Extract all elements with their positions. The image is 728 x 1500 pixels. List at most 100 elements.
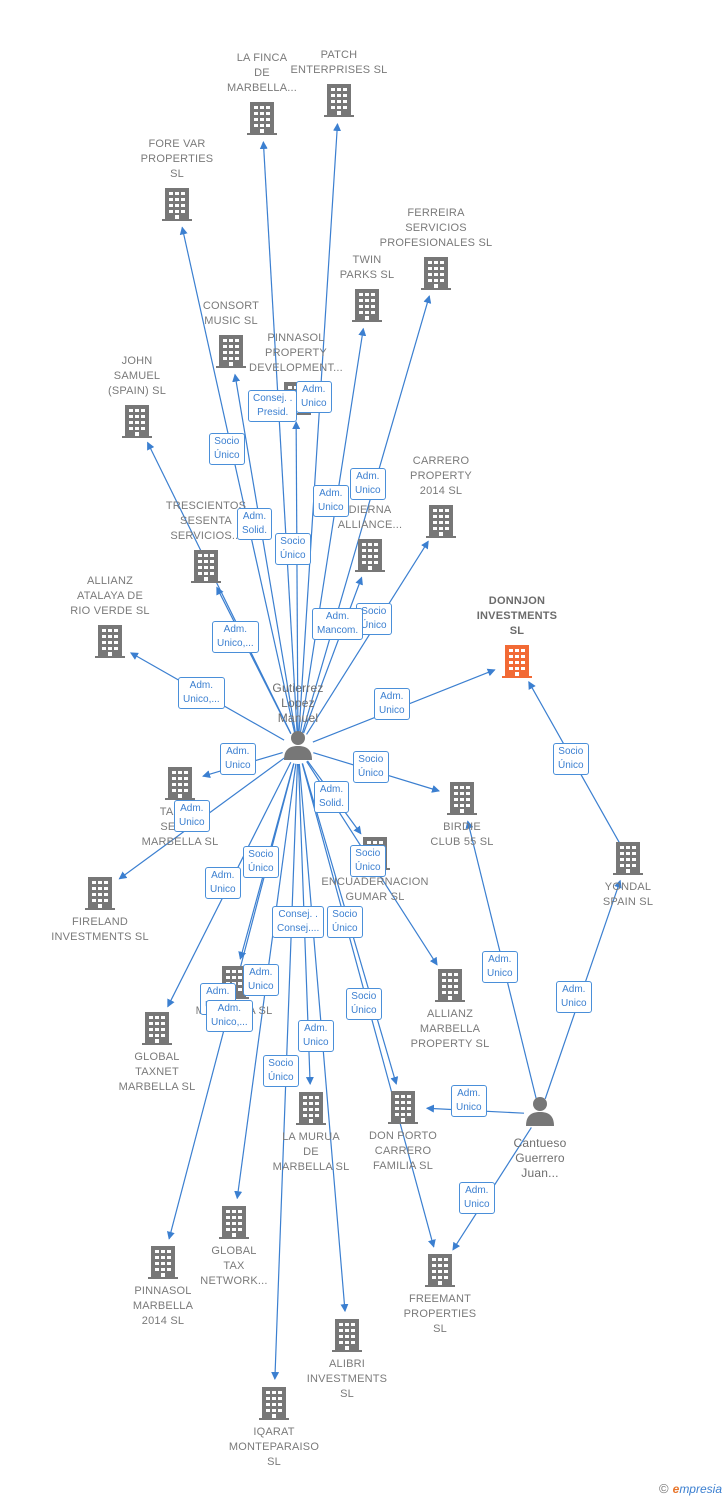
edge-role-label[interactable]: Consej. . Presid.: [248, 390, 298, 422]
edge-gutierrez-dierna: [303, 576, 363, 734]
node-label: YONDAL SPAIN SL: [602, 881, 654, 908]
building-icon: [287, 1317, 407, 1353]
building-icon: [77, 403, 197, 439]
edge-role-label[interactable]: Adm. Unico,...: [206, 1000, 253, 1032]
edge-role-label[interactable]: Socio Único: [350, 845, 386, 877]
building-icon: [376, 255, 496, 291]
node-label: FERREIRA SERVICIOS PROFESIONALES SL: [379, 207, 493, 249]
node-label: FIRELAND INVESTMENTS SL: [51, 916, 149, 943]
node-label: PINNASOL PROPERTY DEVELOPMENT...: [249, 332, 343, 374]
edge-role-label[interactable]: Adm. Unico: [459, 1182, 495, 1214]
node-label: PATCH ENTERPRISES SL: [290, 49, 388, 76]
building-icon: [120, 765, 240, 801]
building-icon: [380, 1252, 500, 1288]
node-label: ALLIANZ MARBELLA PROPERTY SL: [410, 1008, 490, 1050]
building-icon: [381, 503, 501, 539]
edge-role-label[interactable]: Socio Único: [263, 1055, 299, 1087]
edge-role-label[interactable]: Adm. Unico: [374, 688, 410, 720]
edge-role-label[interactable]: Adm. Unico: [350, 468, 386, 500]
edge-role-label[interactable]: Adm. Unico: [174, 800, 210, 832]
node-label: FORE VAR PROPERTIES SL: [140, 138, 214, 180]
building-icon: [214, 1385, 334, 1421]
edge-role-label[interactable]: Adm. Solid.: [237, 508, 273, 540]
building-icon: [402, 780, 522, 816]
node-label: PINNASOL MARBELLA 2014 SL: [132, 1285, 194, 1327]
edge-gutierrez-consort: [232, 373, 296, 733]
building-icon: [146, 548, 266, 584]
edge-gutierrez-lafinca: [259, 140, 298, 733]
building-icon: [174, 1204, 294, 1240]
building-icon: [97, 1010, 217, 1046]
node-label: Cantueso Guerrero Juan...: [513, 1136, 567, 1180]
node-label: FREEMANT PROPERTIES SL: [403, 1293, 477, 1335]
node-label: GLOBAL TAXNET MARBELLA SL: [118, 1051, 196, 1093]
building-icon: [457, 643, 577, 679]
edge-gutierrez-pinnasolprop: [292, 420, 301, 733]
node-label: JOHN SAMUEL (SPAIN) SL: [107, 355, 167, 397]
building-icon: [251, 1090, 371, 1126]
edge-role-label[interactable]: Adm. Unico: [313, 485, 349, 517]
node-label: DIERNA ALLIANCE...: [337, 504, 403, 531]
node-label: TRESCIENTOS SESENTA SERVICIOS...: [165, 500, 247, 542]
edge-role-label[interactable]: Socio Único: [209, 433, 245, 465]
node-label: GLOBAL TAX NETWORK...: [200, 1245, 268, 1287]
brand-initial: e: [672, 1482, 680, 1496]
edge-role-label[interactable]: Socio Único: [327, 906, 363, 938]
edge-role-label[interactable]: Adm. Unico: [220, 743, 256, 775]
node-label: DON PORTO CARRERO FAMILIA SL: [368, 1130, 437, 1172]
edge-role-label[interactable]: Socio Único: [353, 751, 389, 783]
edge-role-label[interactable]: Socio Único: [346, 988, 382, 1020]
building-icon: [279, 82, 399, 118]
building-icon: [307, 287, 427, 323]
edge-gutierrez-ferreira: [301, 295, 432, 733]
node-label: ENCUADERNACION GUMAR SL: [321, 876, 429, 903]
node-label: CONSORT MUSIC SL: [202, 300, 260, 327]
person-icon: [480, 1096, 600, 1126]
person-icon: [238, 730, 358, 760]
edge-role-label[interactable]: Adm. Unico: [243, 964, 279, 996]
edge-role-label[interactable]: Adm. Unico: [298, 1020, 334, 1052]
edge-gutierrez-forevar: [179, 226, 296, 733]
brand-name: mpresia: [679, 1482, 722, 1496]
building-icon: [343, 1089, 463, 1125]
node-label: ALIBRI INVESTMENTS SL: [306, 1358, 388, 1400]
node-label: IQARAT MONTEPARAISO SL: [228, 1426, 320, 1468]
edge-role-label[interactable]: Adm. Unico,...: [212, 621, 259, 653]
building-icon: [390, 967, 510, 1003]
building-icon: [171, 333, 291, 369]
edge-gutierrez-patch: [298, 122, 342, 733]
credit-empresia[interactable]: ©empresia: [659, 1481, 722, 1496]
edge-role-label[interactable]: Consej. . Consej....: [272, 906, 325, 938]
node-label: CARRERO PROPERTY 2014 SL: [410, 455, 472, 497]
edge-gutierrez-twinparks: [299, 327, 367, 733]
node-label: TWIN PARKS SL: [339, 254, 395, 281]
edge-role-label[interactable]: Adm. Mancom.: [312, 608, 364, 640]
edge-role-label[interactable]: Adm. Unico: [296, 381, 332, 413]
building-icon: [202, 100, 322, 136]
edge-gutierrez-trescientos: [216, 586, 292, 734]
copyright-symbol: ©: [659, 1481, 669, 1496]
edge-role-label[interactable]: Adm. Unico,...: [178, 677, 225, 709]
node-label: BIRDIE CLUB 55 SL: [430, 821, 494, 848]
node-label: LA MURUA DE MARBELLA SL: [272, 1131, 350, 1173]
building-icon: [568, 840, 688, 876]
edge-role-label[interactable]: Adm. Unico: [205, 867, 241, 899]
node-label: DONNJON INVESTMENTS SL: [476, 595, 558, 637]
edge-role-label[interactable]: Socio Único: [275, 533, 311, 565]
building-icon: [310, 537, 430, 573]
node-label: Gutierrez Lopez Manuel: [272, 681, 324, 725]
node-label: LA FINCA DE MARBELLA...: [226, 52, 298, 94]
edge-role-label[interactable]: Socio Único: [243, 846, 279, 878]
edge-role-label[interactable]: Socio Único: [553, 743, 589, 775]
building-icon: [103, 1244, 223, 1280]
node-label: ALLIANZ ATALAYA DE RIO VERDE SL: [70, 575, 150, 617]
edge-role-label[interactable]: Adm. Unico: [556, 981, 592, 1013]
building-icon: [50, 623, 170, 659]
edge-role-label[interactable]: Adm. Unico: [451, 1085, 487, 1117]
building-icon: [40, 875, 160, 911]
edge-role-label[interactable]: Adm. Solid.: [314, 781, 350, 813]
edge-gutierrez-carrero2014: [306, 540, 429, 735]
edge-role-label[interactable]: Adm. Unico: [482, 951, 518, 983]
building-icon: [117, 186, 237, 222]
